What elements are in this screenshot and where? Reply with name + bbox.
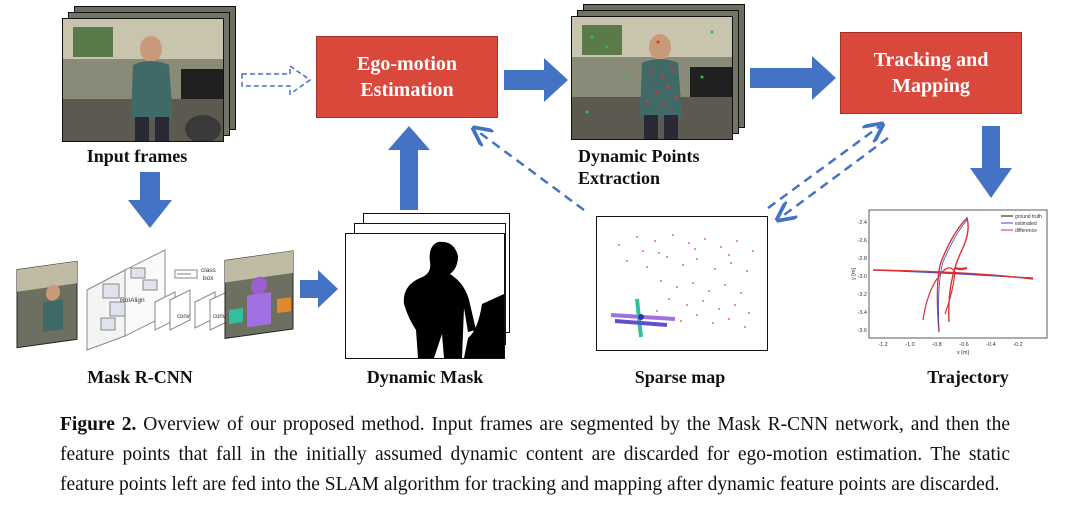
x-tick-0: -1.2 (878, 342, 887, 348)
mask-rcnn-network (86, 249, 228, 351)
input-frame-front (62, 18, 224, 142)
dynamic-mask-stack (345, 213, 520, 359)
y-tick-5: -3.4 (858, 310, 867, 316)
arrow-ego-to-dynamic (504, 58, 568, 102)
figure-label: Figure 2. (60, 414, 137, 435)
class-label: class (201, 267, 217, 274)
input-frame-image (63, 19, 223, 141)
conv-label-2: conv (213, 314, 226, 320)
figure-caption: Figure 2. Overview of our proposed metho… (60, 410, 1010, 500)
trajectory-legend: ground truth estimated difference (1001, 214, 1042, 234)
box-label: box (203, 275, 214, 282)
legend-difference: difference (1015, 228, 1037, 234)
dynamic-points-stack (571, 4, 746, 140)
legend-ground-truth: ground truth (1015, 214, 1042, 220)
legend-estimated: estimated (1015, 221, 1037, 227)
conv-label-1: conv (177, 314, 190, 320)
ego-motion-line2: Estimation (360, 79, 454, 101)
mask-rcnn-output-image (224, 250, 294, 340)
y-tick-4: -3.2 (858, 292, 867, 298)
x-tick-1: -1.0 (905, 342, 914, 348)
tracking-mapping-box: Tracking and Mapping (840, 32, 1022, 114)
tracking-line2: Mapping (892, 75, 970, 97)
mask-sheet-front (345, 233, 505, 359)
x-tick-2: -0.8 (932, 342, 941, 348)
dynamic-points-image (572, 17, 732, 139)
input-frames-label: Input frames (86, 146, 188, 166)
figure-caption-text: Overview of our proposed method. Input f… (60, 414, 1010, 495)
arrow-sparse-to-tracking (767, 126, 880, 210)
input-frames-stack (62, 6, 237, 142)
trajectory-panel: -2.4 -2.6 -2.8 -3.0 -3.2 -3.4 -3.6 -1.2 … (843, 202, 1053, 357)
y-tick-2: -2.8 (858, 256, 867, 262)
tracking-line1: Tracking and (873, 49, 989, 71)
mask-rcnn-input-image (16, 260, 78, 349)
ego-motion-line1: Ego-motion (357, 53, 457, 75)
y-tick-3: -3.0 (858, 274, 867, 280)
arrow-mask-rcnn-to-mask (300, 270, 338, 308)
x-axis-label: x [m] (957, 350, 969, 356)
dynamic-mask-image (403, 241, 504, 358)
arrow-dynamic-to-tracking (750, 56, 836, 100)
y-tick-6: -3.6 (858, 328, 867, 334)
sparse-map-image (610, 234, 754, 338)
dynamic-points-line2: Extraction (578, 168, 660, 188)
ego-motion-estimation-box: Ego-motion Estimation (316, 36, 498, 118)
sparse-map-label: Sparse map (634, 367, 726, 387)
trajectory-plot: -2.4 -2.6 -2.8 -3.0 -3.2 -3.4 -3.6 -1.2 … (851, 209, 1048, 356)
dynamic-frame-front (571, 16, 733, 140)
arrow-tracking-to-trajectory (970, 126, 1012, 198)
y-tick-1: -2.6 (858, 238, 867, 244)
mask-rcnn-illustration: RoIAlign class box conv conv (16, 249, 294, 351)
dynamic-points-label: Dynamic Points Extraction (578, 145, 748, 189)
trajectory-label: Trajectory (927, 367, 1009, 387)
x-tick-3: -0.6 (959, 342, 968, 348)
x-tick-5: -0.2 (1013, 342, 1022, 348)
dynamic-mask-label: Dynamic Mask (366, 367, 484, 387)
y-axis-label: y [m] (851, 268, 857, 280)
arrow-input-to-ego (241, 64, 312, 96)
mask-rcnn-label: Mask R-CNN (87, 367, 193, 387)
sparse-map-panel (596, 216, 768, 351)
arrow-sparse-to-ego (476, 130, 585, 212)
roialign-label: RoIAlign (120, 297, 145, 304)
y-tick-0: -2.4 (858, 220, 867, 226)
arrow-mask-to-ego (388, 126, 430, 210)
arrow-input-to-mask-rcnn (128, 172, 172, 228)
trajectory-curves (872, 216, 1034, 333)
dynamic-points-line1: Dynamic Points (578, 146, 700, 166)
x-tick-4: -0.4 (986, 342, 995, 348)
